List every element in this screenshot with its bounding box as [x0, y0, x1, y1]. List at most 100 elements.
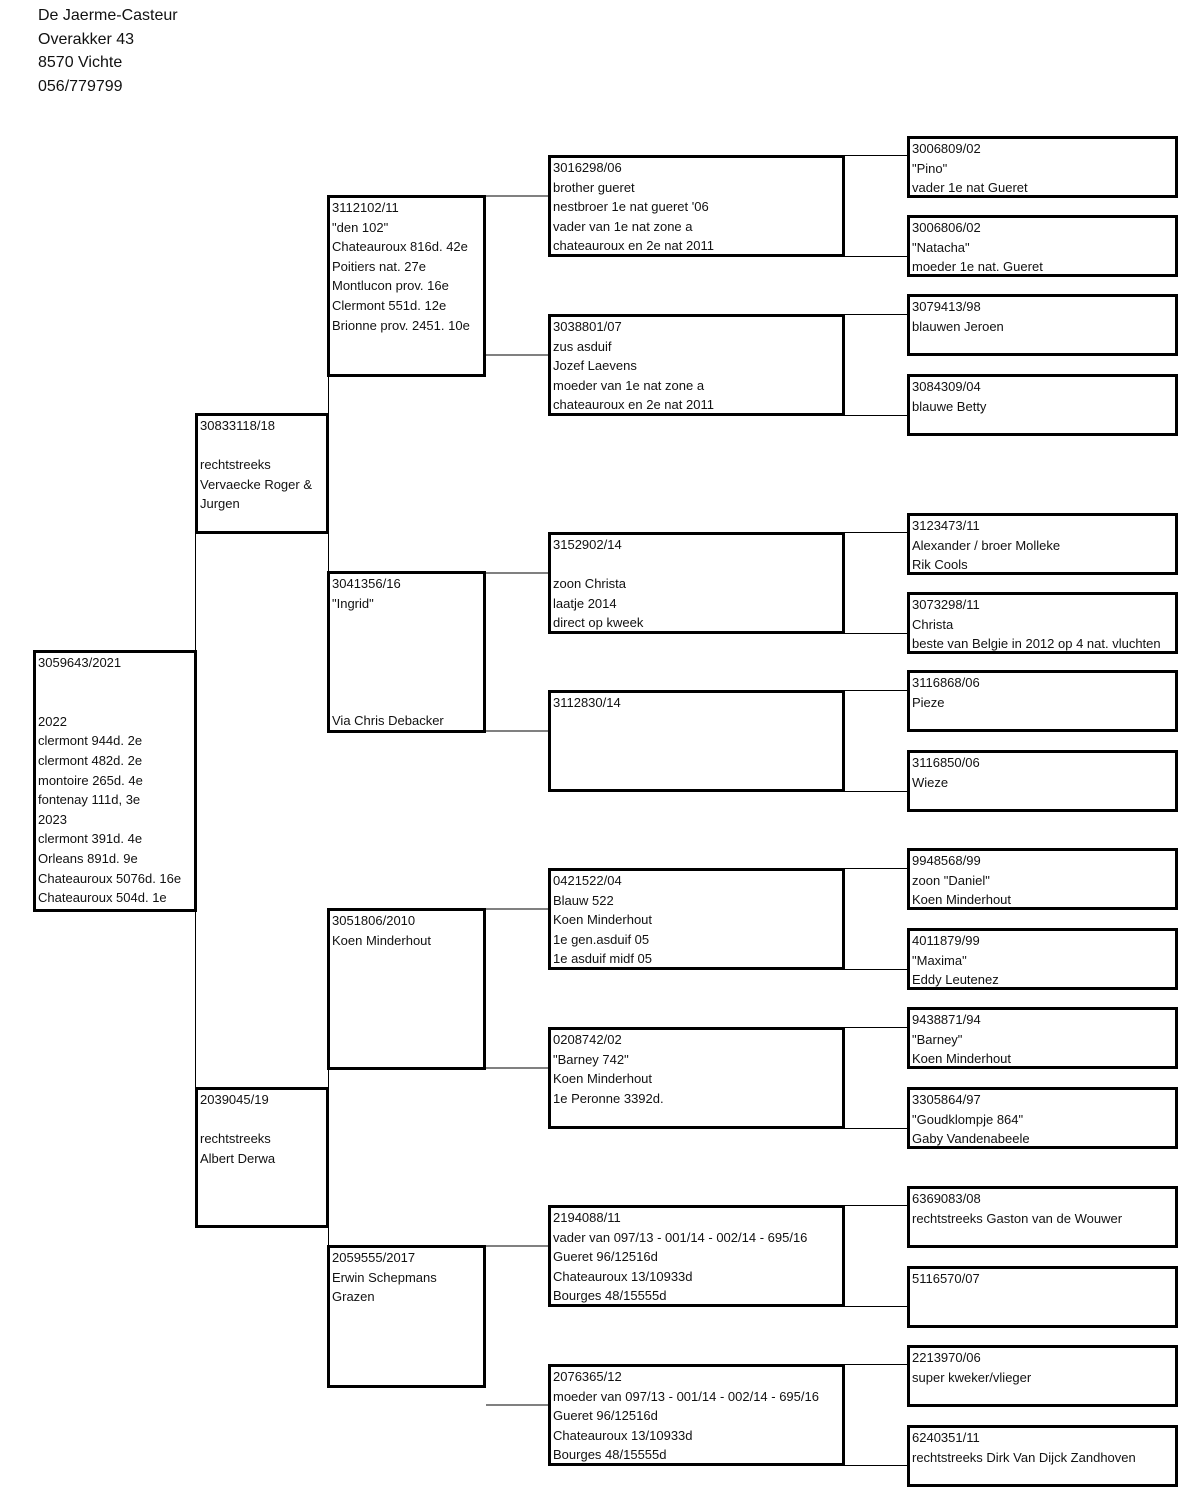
pigeon-info-line: rechtstreeks — [200, 457, 271, 473]
pigeon-info-line: Alexander / broer Molleke — [912, 537, 1061, 553]
pigeon-info-line: 4011879/99 — [912, 933, 980, 948]
pigeon-info-line: 3079413/98 — [912, 299, 981, 314]
pigeon-info-line: moeder 1e nat. Gueret — [912, 259, 1043, 275]
pigeon-info-line: "Goudklompje 864" — [912, 1111, 1024, 1127]
great-great-grandparent-card: 5116570/07 — [907, 1266, 1178, 1328]
pigeon-info-line: 9948568/99 — [912, 853, 981, 868]
pigeon-info-line: 3051806/2010 — [332, 913, 416, 928]
pigeon-info-line: Koen Minderhout — [912, 1051, 1012, 1067]
pigeon-info-line: montoire 265d. 4e — [38, 772, 143, 788]
pigeon-info-line: Gueret 96/12516d — [553, 1408, 658, 1424]
pigeon-info-line: 2194088/11 — [553, 1210, 621, 1225]
pigeon-info-line: chateauroux en 2e nat 2011 — [553, 397, 714, 413]
pigeon-info-line: clermont 944d. 2e — [38, 733, 143, 749]
pigeon-info-line: Eddy Leutenez — [912, 972, 999, 988]
pigeon-info-line: super kweker/vlieger — [912, 1369, 1032, 1385]
pigeon-info-line: vader van 1e nat zone a — [553, 218, 693, 234]
pigeon-info-line: Erwin Schepmans — [332, 1269, 437, 1285]
pigeon-info-line: 1e Peronne 3392d. — [553, 1090, 664, 1106]
pigeon-info-line: 3112102/11 — [332, 200, 399, 215]
pigeon-info-line: Pieze — [912, 694, 945, 710]
pigeon-info-line — [332, 692, 481, 712]
pigeon-info-line: zoon Christa — [553, 576, 626, 592]
pigeon-info-line: 2076365/12 — [553, 1369, 622, 1384]
pigeon-info-line: Orleans 891d. 9e — [38, 850, 138, 866]
pigeon-info-line: vader van 097/13 - 001/14 - 002/14 - 695… — [553, 1229, 808, 1245]
pigeon-info-line: Wieze — [912, 774, 949, 790]
pigeon-info-line: zoon "Daniel" — [912, 872, 990, 888]
pigeon-info-line: blauwen Jeroen — [912, 318, 1004, 334]
pigeon-info-line: 3123473/11 — [912, 518, 980, 533]
pigeon-info-line: 3006806/02 — [912, 220, 981, 235]
pigeon-info-line: 3112830/14 — [553, 695, 621, 710]
pigeon-info-line: 3152902/14 — [553, 537, 622, 552]
pigeon-info-line: 3041356/16 — [332, 576, 401, 591]
pigeon-info-line: 3305864/97 — [912, 1092, 981, 1107]
pigeon-info-line: 9438871/94 — [912, 1012, 981, 1027]
pigeon-info-line: "Maxima" — [912, 952, 967, 968]
pigeon-info-line: Grazen — [332, 1289, 375, 1305]
breeder-street: Overakker 43 — [38, 30, 135, 48]
pigeon-info-line: Gueret 96/12516d — [553, 1249, 658, 1265]
great-grandparent-card: 3112830/14 — [548, 690, 845, 792]
pigeon-info-line: "Barney" — [912, 1031, 963, 1047]
pigeon-info-line: Bourges 48/15555d — [553, 1288, 667, 1304]
pigeon-info-line: 3116850/06 — [912, 755, 980, 770]
great-great-grandparent-card: 4011879/99 "Maxima" Eddy Leutenez — [907, 928, 1178, 990]
pigeon-info-line: 1e asduif midf 05 — [553, 951, 653, 967]
pigeon-info-line: beste van Belgie in 2012 op 4 nat. vluch… — [912, 636, 1161, 652]
great-great-grandparent-card: 3006806/02 "Natacha" moeder 1e nat. Gueret — [907, 215, 1178, 277]
pigeon-info-line — [38, 692, 192, 712]
pigeon-info-line: 3059643/2021 — [38, 655, 122, 670]
pigeon-info-line: Chateauroux 13/10933d — [553, 1427, 693, 1443]
pigeon-info-line — [332, 672, 481, 692]
pigeon-info-line: 2022 — [38, 713, 67, 729]
pigeon-info-line: clermont 391d. 4e — [38, 831, 143, 847]
breeder-address: De Jaerme-Casteur Overakker 43 8570 Vich… — [38, 4, 178, 98]
pigeon-info-line — [332, 652, 481, 672]
pigeon-info-line — [38, 673, 192, 693]
pigeon-info-line: Christa — [912, 616, 954, 632]
pigeon-info-line — [200, 1110, 324, 1130]
pigeon-info-line: "den 102" — [332, 219, 389, 235]
pigeon-info-line: 0208742/02 — [553, 1032, 622, 1047]
pigeon-info-line: Montlucon prov. 16e — [332, 278, 449, 294]
pigeon-info-line: Chateauroux 13/10933d — [553, 1268, 693, 1284]
pigeon-info-line: fontenay 111d, 3e — [38, 792, 141, 808]
pigeon-info-line: laatje 2014 — [553, 595, 617, 611]
pigeon-info-line: Poitiers nat. 27e — [332, 258, 426, 274]
pigeon-info-line: 3073298/11 — [912, 597, 980, 612]
pigeon-info-line: Via Chris Debacker — [332, 713, 444, 729]
pigeon-info-line: Gaby Vandenabeele — [912, 1131, 1030, 1147]
pigeon-info-line: 5116570/07 — [912, 1271, 980, 1286]
pigeon-info-line: 3016298/06 — [553, 160, 622, 175]
pigeon-info-line: 3006809/02 — [912, 141, 981, 156]
great-great-grandparent-card: 9438871/94 "Barney" Koen Minderhout — [907, 1007, 1178, 1069]
pigeon-info-line: Jurgen — [200, 496, 240, 512]
pigeon-info-line: rechtstreeks — [200, 1131, 271, 1147]
pigeon-info-line: rechtstreeks Dirk Van Dijck Zandhoven — [912, 1449, 1136, 1465]
pigeon-info-line: 2039045/19 — [200, 1092, 269, 1107]
pigeon-info-line: 2023 — [38, 811, 67, 827]
pigeon-info-line: "Natacha" — [912, 239, 970, 255]
great-great-grandparent-card: 3006809/02"Pino"vader 1e nat Gueret — [907, 136, 1178, 198]
breeder-city: 8570 Vichte — [38, 54, 123, 71]
pigeon-info-line — [332, 613, 481, 633]
pigeon-info-line — [553, 555, 840, 575]
pigeon-info-line: chateauroux en 2e nat 2011 — [553, 238, 714, 254]
pigeon-info-line: clermont 482d. 2e — [38, 752, 143, 768]
pigeon-info-line: vader 1e nat Gueret — [912, 180, 1028, 196]
great-grandparent-card: 2194088/11 vader van 097/13 - 001/14 - 00… — [548, 1205, 845, 1307]
